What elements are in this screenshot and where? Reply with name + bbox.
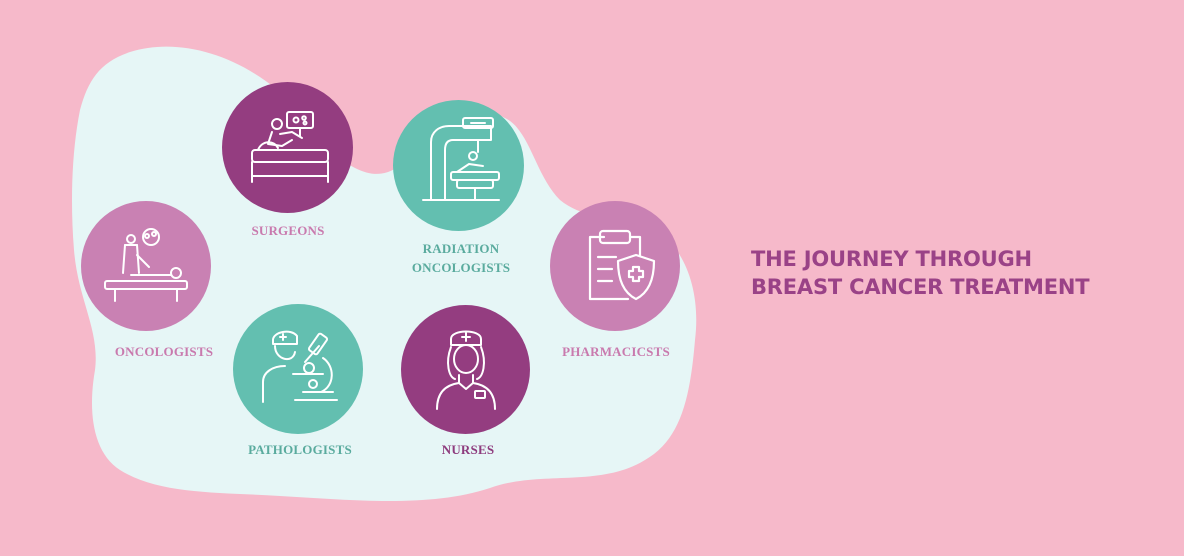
pathologists-circle — [233, 304, 363, 434]
radiation-label-line1: RADIATION — [422, 241, 500, 256]
pharmacists-circle — [550, 201, 680, 331]
oncologists-label: ONCOLOGISTS — [114, 344, 214, 359]
nurse-icon — [436, 330, 496, 410]
radiation-label-line2: ONCOLOGISTS — [411, 260, 511, 275]
radiation-machine-icon — [422, 117, 500, 201]
radiation-oncologists-label: RADIATION ONCOLOGISTS — [398, 239, 524, 277]
pathologist-microscope-icon — [262, 330, 338, 403]
clipboard-shield-icon — [588, 229, 656, 301]
surgeons-label: SURGEONS — [251, 223, 325, 238]
title-line-2: BREAST CANCER TREATMENT — [751, 275, 1090, 299]
oncologist-patient-icon — [104, 228, 188, 302]
title-line-1: THE JOURNEY THROUGH — [751, 247, 1032, 271]
pharmacists-label: PHARMACICSTS — [562, 344, 670, 359]
nurses-circle — [401, 305, 530, 434]
pathologists-label: PATHOLOGISTS — [248, 442, 352, 457]
surgeon-bed-monitor-icon — [251, 111, 329, 183]
page-title: THE JOURNEY THROUGH BREAST CANCER TREATM… — [751, 245, 1090, 301]
nurses-label: NURSES — [441, 442, 495, 457]
surgeons-circle — [222, 82, 353, 213]
radiation-oncologists-circle — [393, 100, 524, 231]
oncologists-circle — [81, 201, 211, 331]
